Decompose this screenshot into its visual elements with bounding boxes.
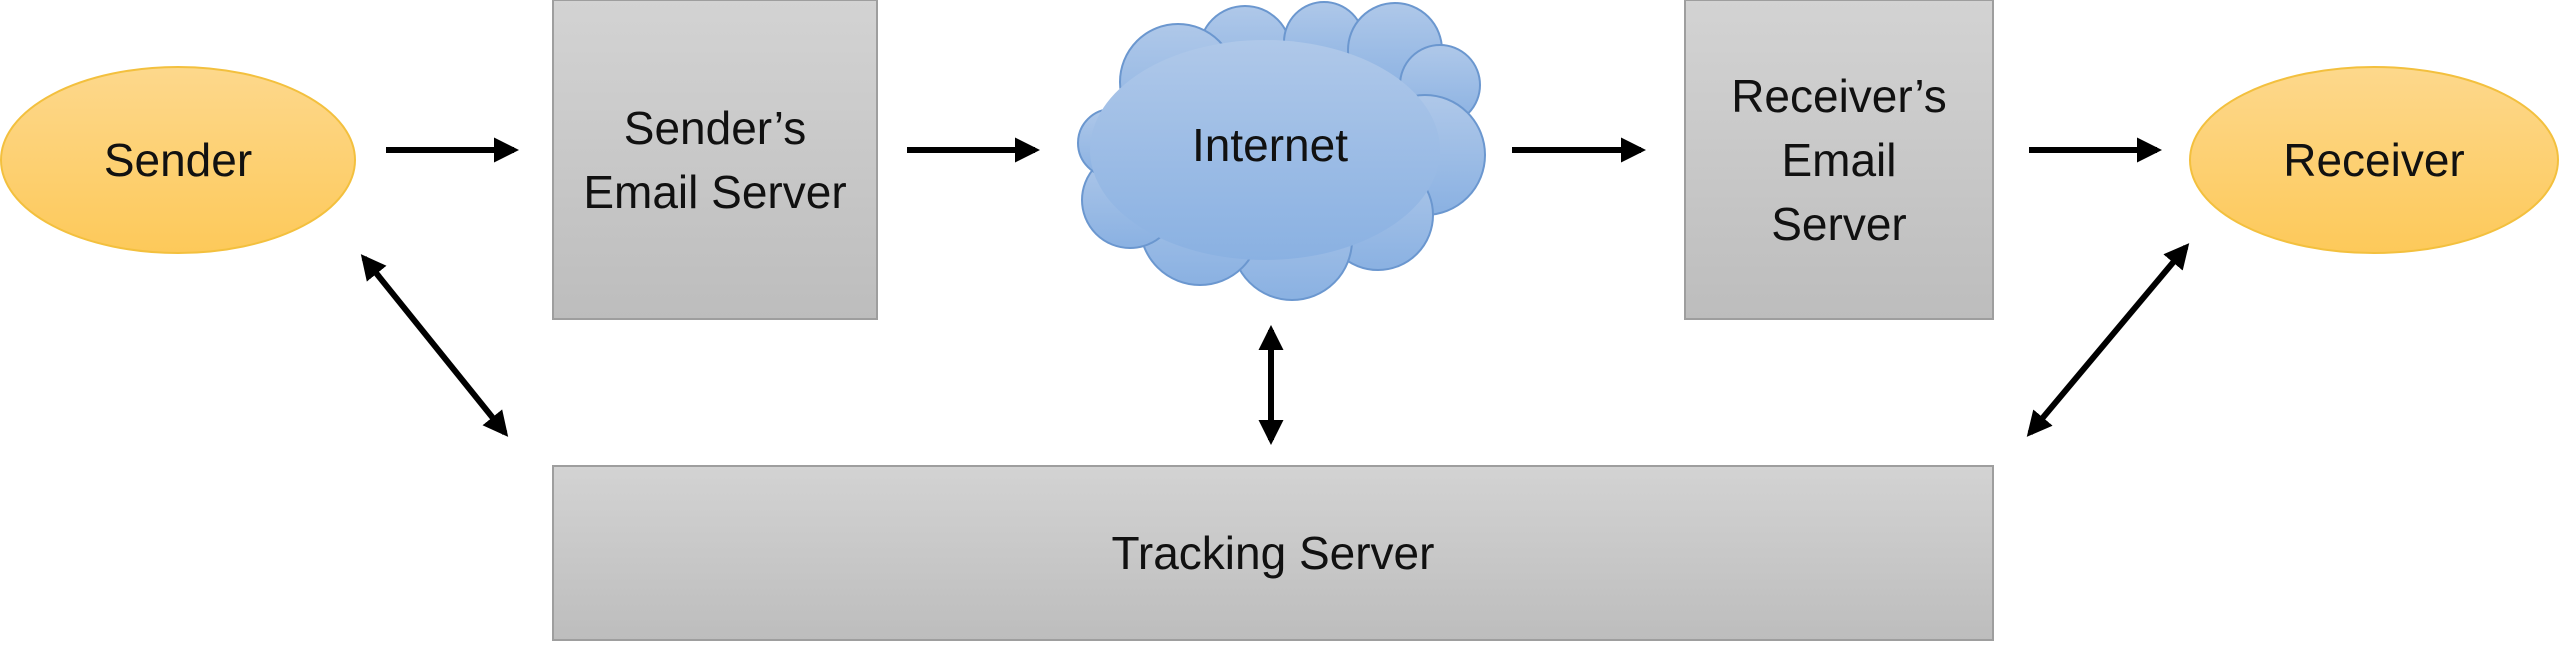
receiver-node [2189,66,2559,254]
sender-email-server-node [552,0,878,320]
receiver-label: Receiver [2283,134,2465,186]
tracking-server-label: Tracking Server [1111,527,1435,579]
internet-label: Internet [1192,119,1348,171]
sender-email-server-label: Sender’s Email Server [583,101,847,218]
arrow-sender-tracking [360,254,509,437]
receiver-email-server-node [1684,0,1994,320]
sender-label: Sender [103,134,253,186]
receiver-email-server-label: Receiver’s Email Server [1731,69,1947,250]
sender-node [0,66,356,254]
tracking-server-node [552,465,1994,641]
arrow-receiver-tracking [2026,243,2190,437]
internet-node [1077,1,1486,301]
